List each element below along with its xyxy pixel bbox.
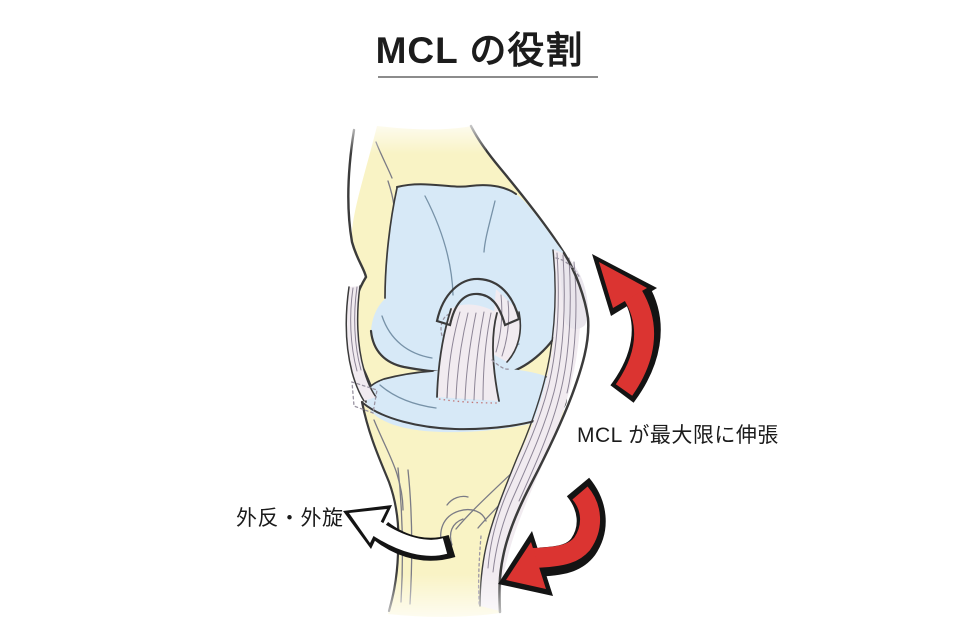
acl-striation — [473, 311, 485, 401]
mcl-stretch-label: MCL が最大限に伸張 — [577, 424, 779, 447]
mcl-striation — [487, 252, 559, 569]
mcl-outer-outline — [498, 251, 590, 614]
acl-attachment-dots — [438, 398, 499, 404]
arrow-head — [506, 542, 546, 589]
pcl-striation — [501, 300, 510, 357]
tibial-tuberosity-arc — [440, 508, 487, 550]
mcl-tension-arrow-lower — [498, 477, 606, 596]
acl-striation — [482, 312, 492, 401]
plateau-sketch — [379, 384, 437, 409]
acl-striation — [464, 312, 477, 401]
tibia-sketch-hook — [446, 495, 469, 506]
mcl-inner-outline — [479, 249, 556, 607]
acl-left-edge — [436, 308, 452, 398]
arrow-shaft — [615, 289, 654, 396]
mcl-tension-arrow-upper — [592, 254, 661, 403]
page-title: MCL の役割 — [375, 30, 584, 71]
arrow-head — [349, 509, 387, 543]
lcl-left-edge — [345, 286, 365, 402]
lateral-collateral-ligament — [345, 285, 378, 414]
trochlea-top-outline — [396, 183, 517, 195]
trochlea-left-outline — [384, 187, 398, 299]
lcl-tibial-attachment — [351, 381, 378, 414]
arrow-shaft — [368, 519, 448, 556]
medial-collateral-ligament — [477, 249, 590, 614]
valgus-rotation-label: 外反・外旋 — [236, 507, 344, 530]
mcl-femoral-attachment-dash — [555, 257, 581, 279]
title-underline — [377, 76, 598, 78]
pcl-outline — [506, 311, 522, 363]
lcl-striation — [354, 286, 362, 371]
lateral-condyle-sketch — [381, 315, 433, 359]
cruciate-ligaments — [435, 277, 522, 404]
tibial-tuberosity-arc — [449, 518, 464, 546]
cartilage-body — [371, 184, 583, 378]
cartilage-sketch-line — [424, 195, 454, 296]
attachment-dash — [491, 359, 510, 370]
lcl-striation — [350, 287, 358, 372]
pcl-striation — [495, 294, 503, 353]
plateau-body — [364, 368, 567, 433]
mcl-striation — [492, 254, 565, 573]
mcl-striation — [518, 257, 571, 502]
acl-right-edge — [492, 312, 500, 402]
lcl-band — [346, 286, 376, 401]
tibia-bottom-fade — [348, 574, 518, 632]
tibia-inner-contour — [373, 419, 404, 511]
acl-striation — [455, 312, 469, 400]
femur-top-fade — [346, 114, 486, 154]
cartilage-sketch-line — [483, 200, 496, 253]
mcl-femoral-attachment — [560, 254, 589, 330]
arrow-shaft — [531, 486, 600, 568]
arrow-head — [599, 262, 647, 308]
lcl-right-edge — [356, 285, 377, 398]
valgus-external-rotation-arrow — [343, 505, 456, 561]
ligament-arch — [435, 277, 521, 327]
acl-striation — [446, 311, 461, 399]
